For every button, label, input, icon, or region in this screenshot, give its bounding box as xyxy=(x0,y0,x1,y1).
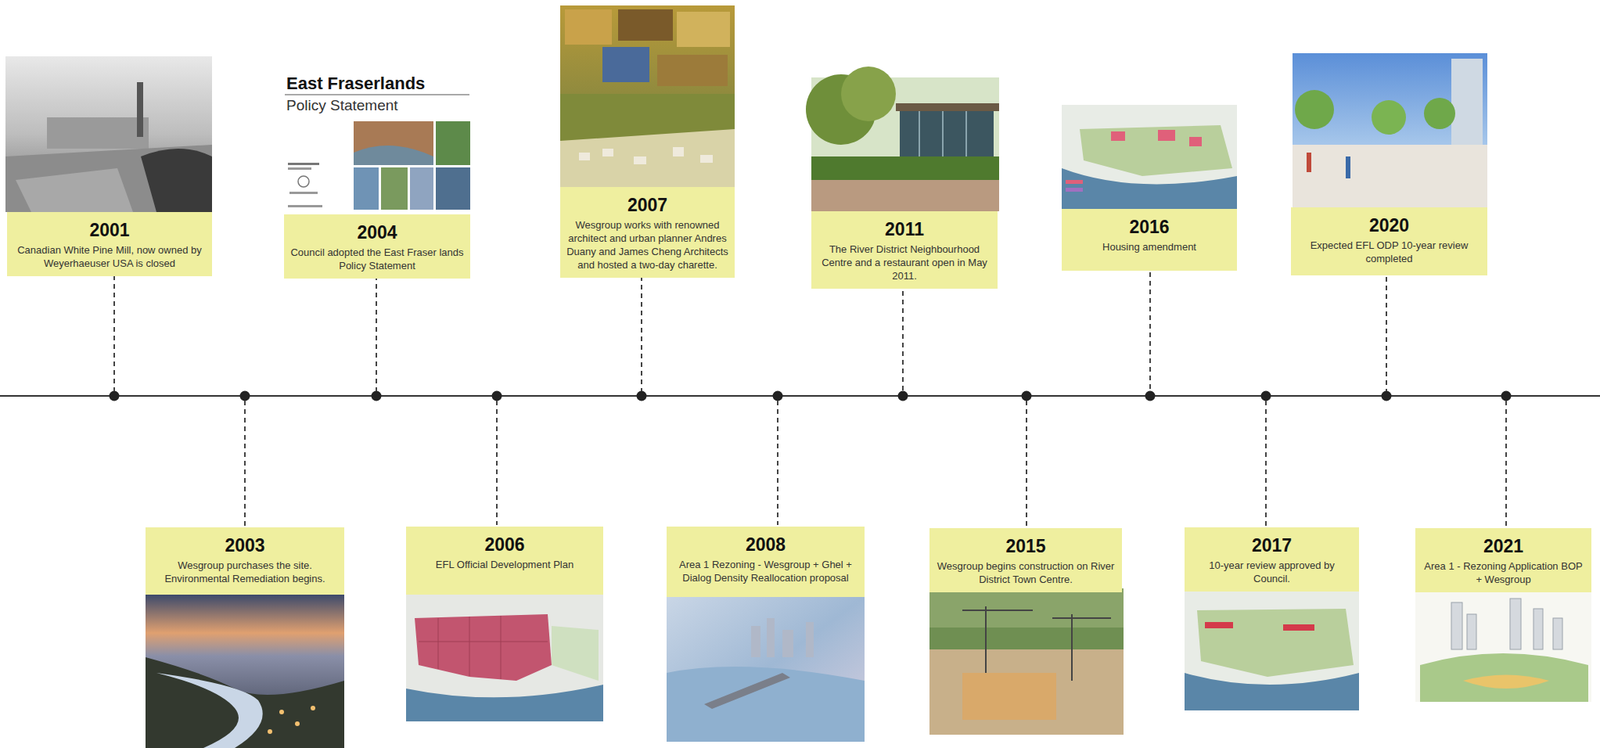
event-box: 2011The River District Neighbourhood Cen… xyxy=(811,211,998,289)
event-box: 2016Housing amendment xyxy=(1061,208,1237,271)
event-description: Canadian White Pine Mill, now owned by W… xyxy=(13,243,206,270)
year-label: 2017 xyxy=(1190,535,1353,556)
year-label: 2001 xyxy=(13,219,206,241)
event-box: 2007Wesgroup works with renowned archite… xyxy=(560,186,735,278)
event-description: Area 1 - Rezoning Application BOP + Wesg… xyxy=(1421,559,1586,587)
event-description: Area 1 Rezoning - Wesgroup + Ghel + Dial… xyxy=(672,557,859,585)
charette-collage xyxy=(560,5,735,187)
year-label: 2020 xyxy=(1297,215,1482,236)
event-description: The River District Neighbourhood Centre … xyxy=(817,242,992,283)
event-box: 2001Canadian White Pine Mill, now owned … xyxy=(7,212,213,277)
leader-lines xyxy=(114,272,1507,527)
event-box: 2004Council adopted the East Fraser land… xyxy=(284,214,471,279)
policy-cover xyxy=(284,73,471,210)
odp-map xyxy=(406,594,604,722)
housing-map xyxy=(1061,104,1237,209)
event-description: Wesgroup works with renowned architect a… xyxy=(566,218,729,272)
event-description: Wesgroup purchases the site. Environment… xyxy=(151,558,338,586)
event-box: 2003Wesgroup purchases the site. Environ… xyxy=(145,527,345,595)
event-box: 2008Area 1 Rezoning - Wesgroup + Ghel + … xyxy=(666,526,865,597)
event-box: 2006EFL Official Development Plan xyxy=(406,526,604,595)
aerial-photo xyxy=(145,594,345,748)
event-description: EFL Official Development Plan xyxy=(412,557,597,572)
event-box: 2015Wesgroup begins construction on Rive… xyxy=(929,528,1122,593)
event-description: Housing amendment xyxy=(1067,240,1231,254)
year-label: 2016 xyxy=(1067,216,1231,238)
cover-title: Policy Statement xyxy=(286,97,399,114)
centre-photo xyxy=(805,66,1000,212)
event-box: 201710-year review approved by Council. xyxy=(1184,527,1360,592)
year-label: 2008 xyxy=(672,534,859,555)
year-label: 2007 xyxy=(566,194,729,216)
construction-photo xyxy=(929,588,1124,735)
year-label: 2006 xyxy=(412,534,597,555)
event-box: 2021Area 1 - Rezoning Application BOP + … xyxy=(1415,528,1592,593)
event-box: 2020Expected EFL ODP 10-year review comp… xyxy=(1290,207,1488,276)
event-description: 10-year review approved by Council. xyxy=(1190,558,1353,586)
year-label: 2015 xyxy=(935,535,1116,557)
cover-title: East Fraserlands xyxy=(286,74,425,94)
timeline-dots xyxy=(109,391,1512,402)
year-label: 2011 xyxy=(817,219,992,240)
year-label: 2021 xyxy=(1421,535,1586,557)
year-label: 2004 xyxy=(290,222,464,243)
event-description: Wesgroup begins construction on River Di… xyxy=(935,559,1116,587)
review-map xyxy=(1184,589,1360,711)
event-description: Council adopted the East Fraser lands Po… xyxy=(290,245,464,273)
event-description: Expected EFL ODP 10-year review complete… xyxy=(1297,238,1482,266)
year-label: 2003 xyxy=(151,535,338,556)
rezoning-sketch xyxy=(1415,590,1592,702)
watercolour xyxy=(666,596,865,742)
plaza-sketch xyxy=(1292,53,1488,208)
mill-photo xyxy=(5,56,213,213)
